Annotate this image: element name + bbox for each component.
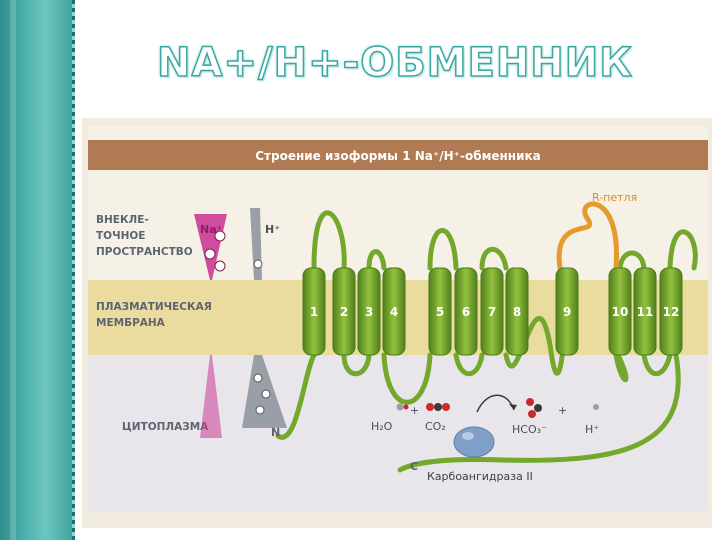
helix-number-7: 7 [488, 305, 496, 319]
exchanger-diagram: Строение изоформы 1 Na⁺/H⁺-обменника ВНЕ… [88, 126, 708, 511]
reaction-plus-1: + [410, 404, 419, 417]
slide-side-bar [0, 0, 75, 540]
na-ion-label: Na⁺ [200, 223, 223, 236]
helix-12 [659, 267, 683, 356]
na-gradient-top [194, 214, 227, 280]
c-terminal-tail [397, 352, 681, 473]
helix-number-group: 1 2 3 4 5 6 7 8 9 10 11 12 [310, 305, 680, 319]
h-ion-dot [253, 259, 263, 269]
helix-6 [454, 267, 478, 356]
h-ion-dot [261, 389, 271, 399]
region-membrane-line1: ПЛАЗМАТИЧЕСКАЯ [96, 301, 212, 313]
helix-number-10: 10 [612, 305, 629, 319]
slide-side-stripe [10, 0, 16, 540]
reaction-arrow-head [509, 404, 517, 410]
helix-5 [428, 267, 452, 356]
helix-number-3: 3 [365, 305, 373, 319]
h-ion-dot [255, 405, 265, 415]
helix-number-4: 4 [390, 305, 398, 319]
hco3-molecule-icon [528, 410, 536, 418]
h-ion-label: H⁺ [265, 223, 280, 236]
helix-number-2: 2 [340, 305, 348, 319]
reaction-plus-2: + [558, 404, 567, 417]
loop-5-6 [427, 228, 459, 271]
helix-number-1: 1 [310, 305, 318, 319]
region-cytoplasm: ЦИТОПЛАЗМА [122, 421, 209, 433]
helix-number-11: 11 [637, 305, 654, 319]
carbonic-anhydrase-highlight [462, 432, 474, 440]
na-ion-dot [204, 248, 216, 260]
r-loop-label: R-петля [592, 191, 637, 204]
protein-chain [275, 210, 698, 473]
region-extracellular-line3: ПРОСТРАНСТВО [96, 246, 193, 258]
carbonic-anhydrase-icon [453, 426, 495, 458]
helix-8 [505, 267, 529, 356]
reaction-h: H⁺ [585, 423, 599, 436]
loop-1-2 [311, 210, 347, 271]
co2-molecule-icon [442, 403, 450, 411]
region-extracellular-line2: ТОЧНОЕ [96, 230, 145, 242]
loop-6-7 [453, 352, 485, 377]
hco3-molecule-icon [526, 398, 534, 406]
loop-2-3 [341, 352, 372, 377]
helix-9 [555, 267, 579, 356]
cytoplasm-area [88, 355, 708, 511]
figure-header-bar [88, 140, 708, 170]
loop-7-8 [479, 246, 509, 271]
h-ion-dot [253, 373, 263, 383]
helix-1 [302, 267, 326, 356]
loop-9-10 [613, 352, 629, 383]
co2-molecule-icon [434, 403, 442, 411]
loop-11-12 [641, 352, 673, 377]
figure-header: Строение изоформы 1 Na⁺/H⁺-обменника [255, 149, 541, 163]
diagram-photo: Строение изоформы 1 Na⁺/H⁺-обменника ВНЕ… [82, 118, 712, 528]
reaction-co2: CO₂ [425, 420, 446, 433]
helix-number-6: 6 [462, 305, 470, 319]
co2-molecule-icon [426, 403, 434, 411]
r-loop [556, 201, 619, 271]
slide-side-edge [72, 0, 75, 540]
na-ion-dot [214, 230, 226, 242]
h-molecule-icon [593, 404, 599, 410]
reaction-hco3: HCO₃⁻ [512, 423, 547, 436]
helix-number-5: 5 [436, 305, 444, 319]
slide-title: NA+/H+-ОБМЕННИК [156, 39, 633, 87]
c-terminal-label: C [410, 460, 418, 473]
helix-number-8: 8 [513, 305, 521, 319]
helix-number-12: 12 [663, 305, 680, 319]
helix-11 [633, 267, 657, 356]
helix-10 [608, 267, 632, 356]
hco3-molecule-icon [534, 404, 542, 412]
na-ion-dot [214, 260, 226, 272]
helix-group [302, 267, 683, 356]
n-terminal-label: N [271, 426, 280, 439]
n-terminal-tail [275, 352, 317, 440]
h2o-molecule-icon [396, 403, 404, 411]
helix-7 [480, 267, 504, 356]
helix-number-9: 9 [563, 305, 571, 319]
region-membrane-line2: МЕМБРАНА [96, 317, 166, 329]
reaction-h2o: H₂O [371, 420, 393, 433]
region-extracellular-line1: ВНЕКЛЕ- [96, 214, 149, 226]
loop-3-4 [366, 249, 387, 271]
carbonic-anhydrase-label: Карбоангидраза II [427, 470, 533, 483]
h2o-molecule-icon [403, 404, 409, 410]
helix-3 [357, 267, 381, 356]
loop-12-end [667, 229, 698, 271]
helix-4 [382, 267, 406, 356]
loop-10-11 [617, 250, 647, 271]
helix-2 [332, 267, 356, 356]
loop-4-5 [381, 352, 433, 405]
na-gradient-bottom [200, 355, 222, 438]
